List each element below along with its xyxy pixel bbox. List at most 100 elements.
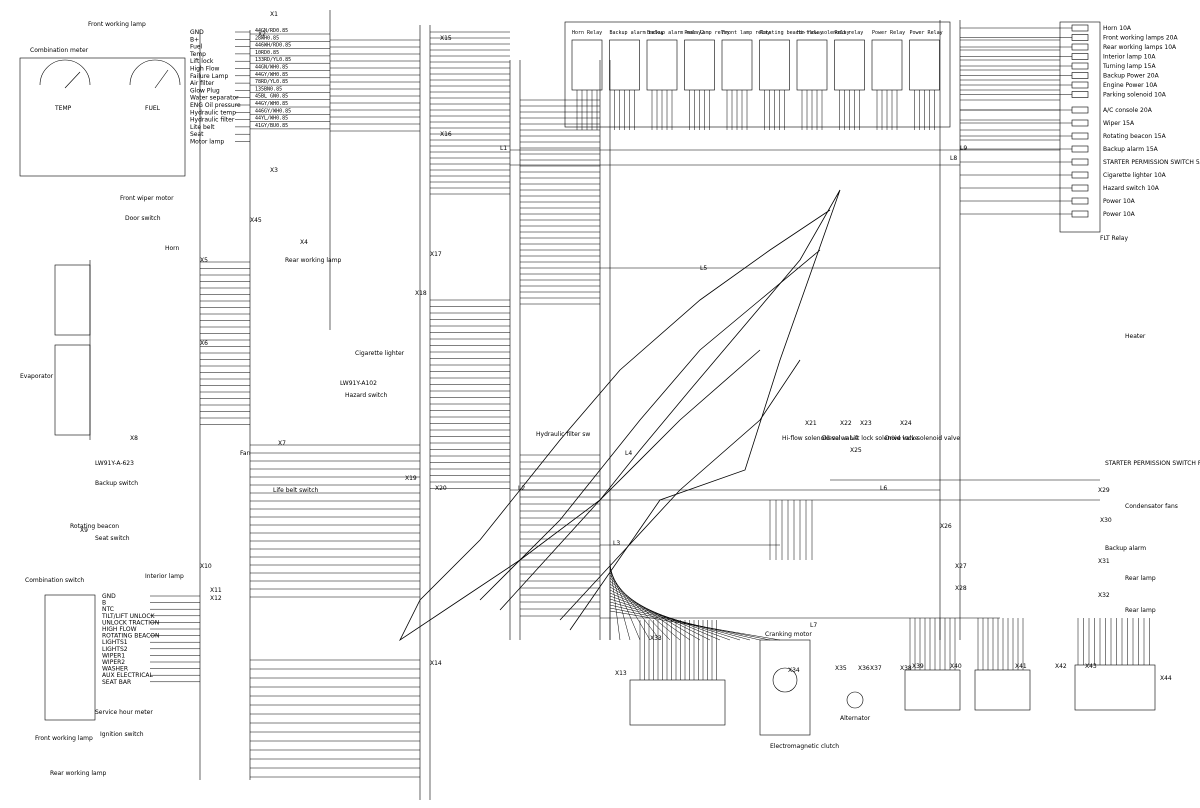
- connector-label: X45: [250, 217, 262, 224]
- line-label: L4: [625, 450, 632, 457]
- connector-label: X10: [200, 563, 212, 570]
- meter-signal: Water separator: [190, 95, 239, 102]
- wire: [609, 562, 621, 641]
- connector-label: X12: [210, 595, 222, 602]
- relay-box: [796, 39, 828, 91]
- label-ignition-switch: Ignition switch: [100, 731, 144, 738]
- label-fan: Fan: [240, 450, 251, 457]
- wire-label: 28WH0.85: [255, 35, 279, 41]
- connector-label: X31: [1098, 558, 1110, 565]
- combo-switch-signal: WIPER2: [102, 659, 125, 666]
- combo-switch-signal: TILT/LIFT UNLOCK: [101, 613, 156, 620]
- combo-switch-signal: B: [102, 600, 106, 607]
- fuse: [1071, 72, 1089, 79]
- label-hi-flow-solenoid: Hi-flow solenoid valve: [782, 435, 848, 442]
- fuse-label: Backup alarm 15A: [1103, 146, 1159, 153]
- label-starter-perm: STARTER PERMISSION SWITCH Relay: [1105, 460, 1200, 467]
- meter-signal: Glow Plug: [190, 87, 220, 94]
- meter-signal: Lite belt: [190, 124, 215, 131]
- relay-label: Hi-flow solenoid relay: [797, 30, 863, 36]
- relay-label: Power Relay: [910, 30, 943, 36]
- label-hydraulic-filter: Hydraulic filter sw: [536, 431, 590, 438]
- connector-label: X16: [440, 131, 452, 138]
- line-label: L1: [500, 145, 507, 152]
- label-flt-relay: FLT Relay: [1100, 235, 1128, 242]
- connector-label: X24: [900, 420, 912, 427]
- meter-signal: Seat: [190, 131, 204, 138]
- fuse: [1071, 158, 1089, 166]
- connector-label: X33: [650, 635, 662, 642]
- combo-switch-signal: NTC: [102, 606, 114, 613]
- label-seat-switch: Seat switch: [95, 535, 130, 542]
- label-heater: Heater: [1125, 333, 1146, 340]
- meter-signal: Hydraulic temp: [190, 109, 236, 116]
- wire-label: 446GY/WH0.85: [255, 108, 291, 114]
- connector-label: X13: [615, 670, 627, 677]
- label-rear-lamp-2: Rear lamp: [1125, 607, 1156, 614]
- connector-label: X14: [430, 660, 442, 667]
- meter-signal: Temp: [189, 51, 206, 58]
- connector-label: X40: [950, 663, 962, 670]
- label-combination-switch: Combination switch: [25, 577, 84, 584]
- fuse-label: Cigarette lighter 10A: [1103, 172, 1167, 179]
- relay-box: [909, 39, 940, 91]
- relay-box: [646, 39, 678, 91]
- relay-label: Power Relay: [872, 30, 905, 36]
- connector-label: X17: [430, 251, 442, 258]
- wire: [609, 565, 631, 641]
- combo-switch-signal: HIGH FLOW: [102, 626, 137, 633]
- line-label: L5: [700, 265, 707, 272]
- fuse-label: Front working lamps 20A: [1103, 35, 1178, 42]
- label-cranking-motor: Cranking motor: [765, 631, 812, 638]
- connector-label: X11: [210, 587, 222, 594]
- line-label: L6: [880, 485, 887, 492]
- label-door-switch: Door switch: [125, 215, 161, 222]
- wire: [609, 577, 671, 641]
- line-label: L7: [810, 622, 817, 629]
- fuse: [1071, 53, 1089, 60]
- line-label: L3: [613, 540, 620, 547]
- combo-switch-signal: WASHER: [102, 666, 128, 673]
- relay-box: [684, 39, 715, 91]
- meter-signal: Lift lock: [190, 58, 214, 65]
- fuse-label: Wiper 15A: [1103, 120, 1135, 127]
- label-front-working-lamp-2: Front working lamp: [35, 735, 93, 742]
- connector-label: X37: [870, 665, 882, 672]
- fuse-label: Rear working lamps 10A: [1103, 44, 1177, 51]
- meter-signal: GND: [190, 29, 204, 36]
- label-condensator-fans: Condensator fans: [1125, 503, 1178, 510]
- meter-signal: B+: [190, 36, 199, 43]
- wire-label: 44GY/WH0.85: [255, 101, 288, 107]
- meter-signal: Hydraulic filter: [190, 117, 235, 124]
- wire: [609, 610, 781, 641]
- relay-label: Backup alarm relay2: [647, 30, 704, 36]
- wire-label: 446WH/RD0.85: [255, 43, 291, 49]
- label-fuel: FUEL: [145, 105, 161, 112]
- combo-switch-signal: ROTATING BEACON: [102, 633, 160, 640]
- fuse-label: STARTER PERMISSION SWITCH 5A: [1103, 159, 1200, 166]
- relay-box: [609, 39, 640, 91]
- fuse: [1071, 34, 1089, 41]
- fuse: [1071, 106, 1089, 114]
- connector-label: X34: [788, 667, 800, 674]
- fuse: [1071, 43, 1089, 51]
- fuse: [1071, 62, 1089, 70]
- connector-label: X38: [900, 665, 912, 672]
- wire: [609, 601, 751, 641]
- label-cigarette-lighter: Cigarette lighter: [355, 350, 405, 357]
- wire-label: 10RD0.85: [255, 50, 279, 56]
- fuse: [1071, 210, 1089, 218]
- label-service-hour-meter: Service hour meter: [95, 709, 153, 716]
- relay-box: [759, 39, 790, 91]
- connector-label: X21: [805, 420, 817, 427]
- wire-label: 45BL GN0.85: [255, 94, 288, 100]
- wire-label: 78RD/YL0.85: [255, 79, 288, 85]
- label-lift-lock-valve: Lift lock solenoid valve: [850, 435, 919, 442]
- connector-label: X3: [270, 167, 278, 174]
- meter-signal: Failure Lamp: [190, 73, 229, 80]
- label-interior-lamp: Interior lamp: [145, 573, 184, 580]
- relay-label: Horn Relay: [572, 30, 602, 36]
- wire-label: 44YL/WH0.85: [255, 116, 288, 122]
- connector-label: X42: [1055, 663, 1067, 670]
- line-label: L8: [950, 155, 957, 162]
